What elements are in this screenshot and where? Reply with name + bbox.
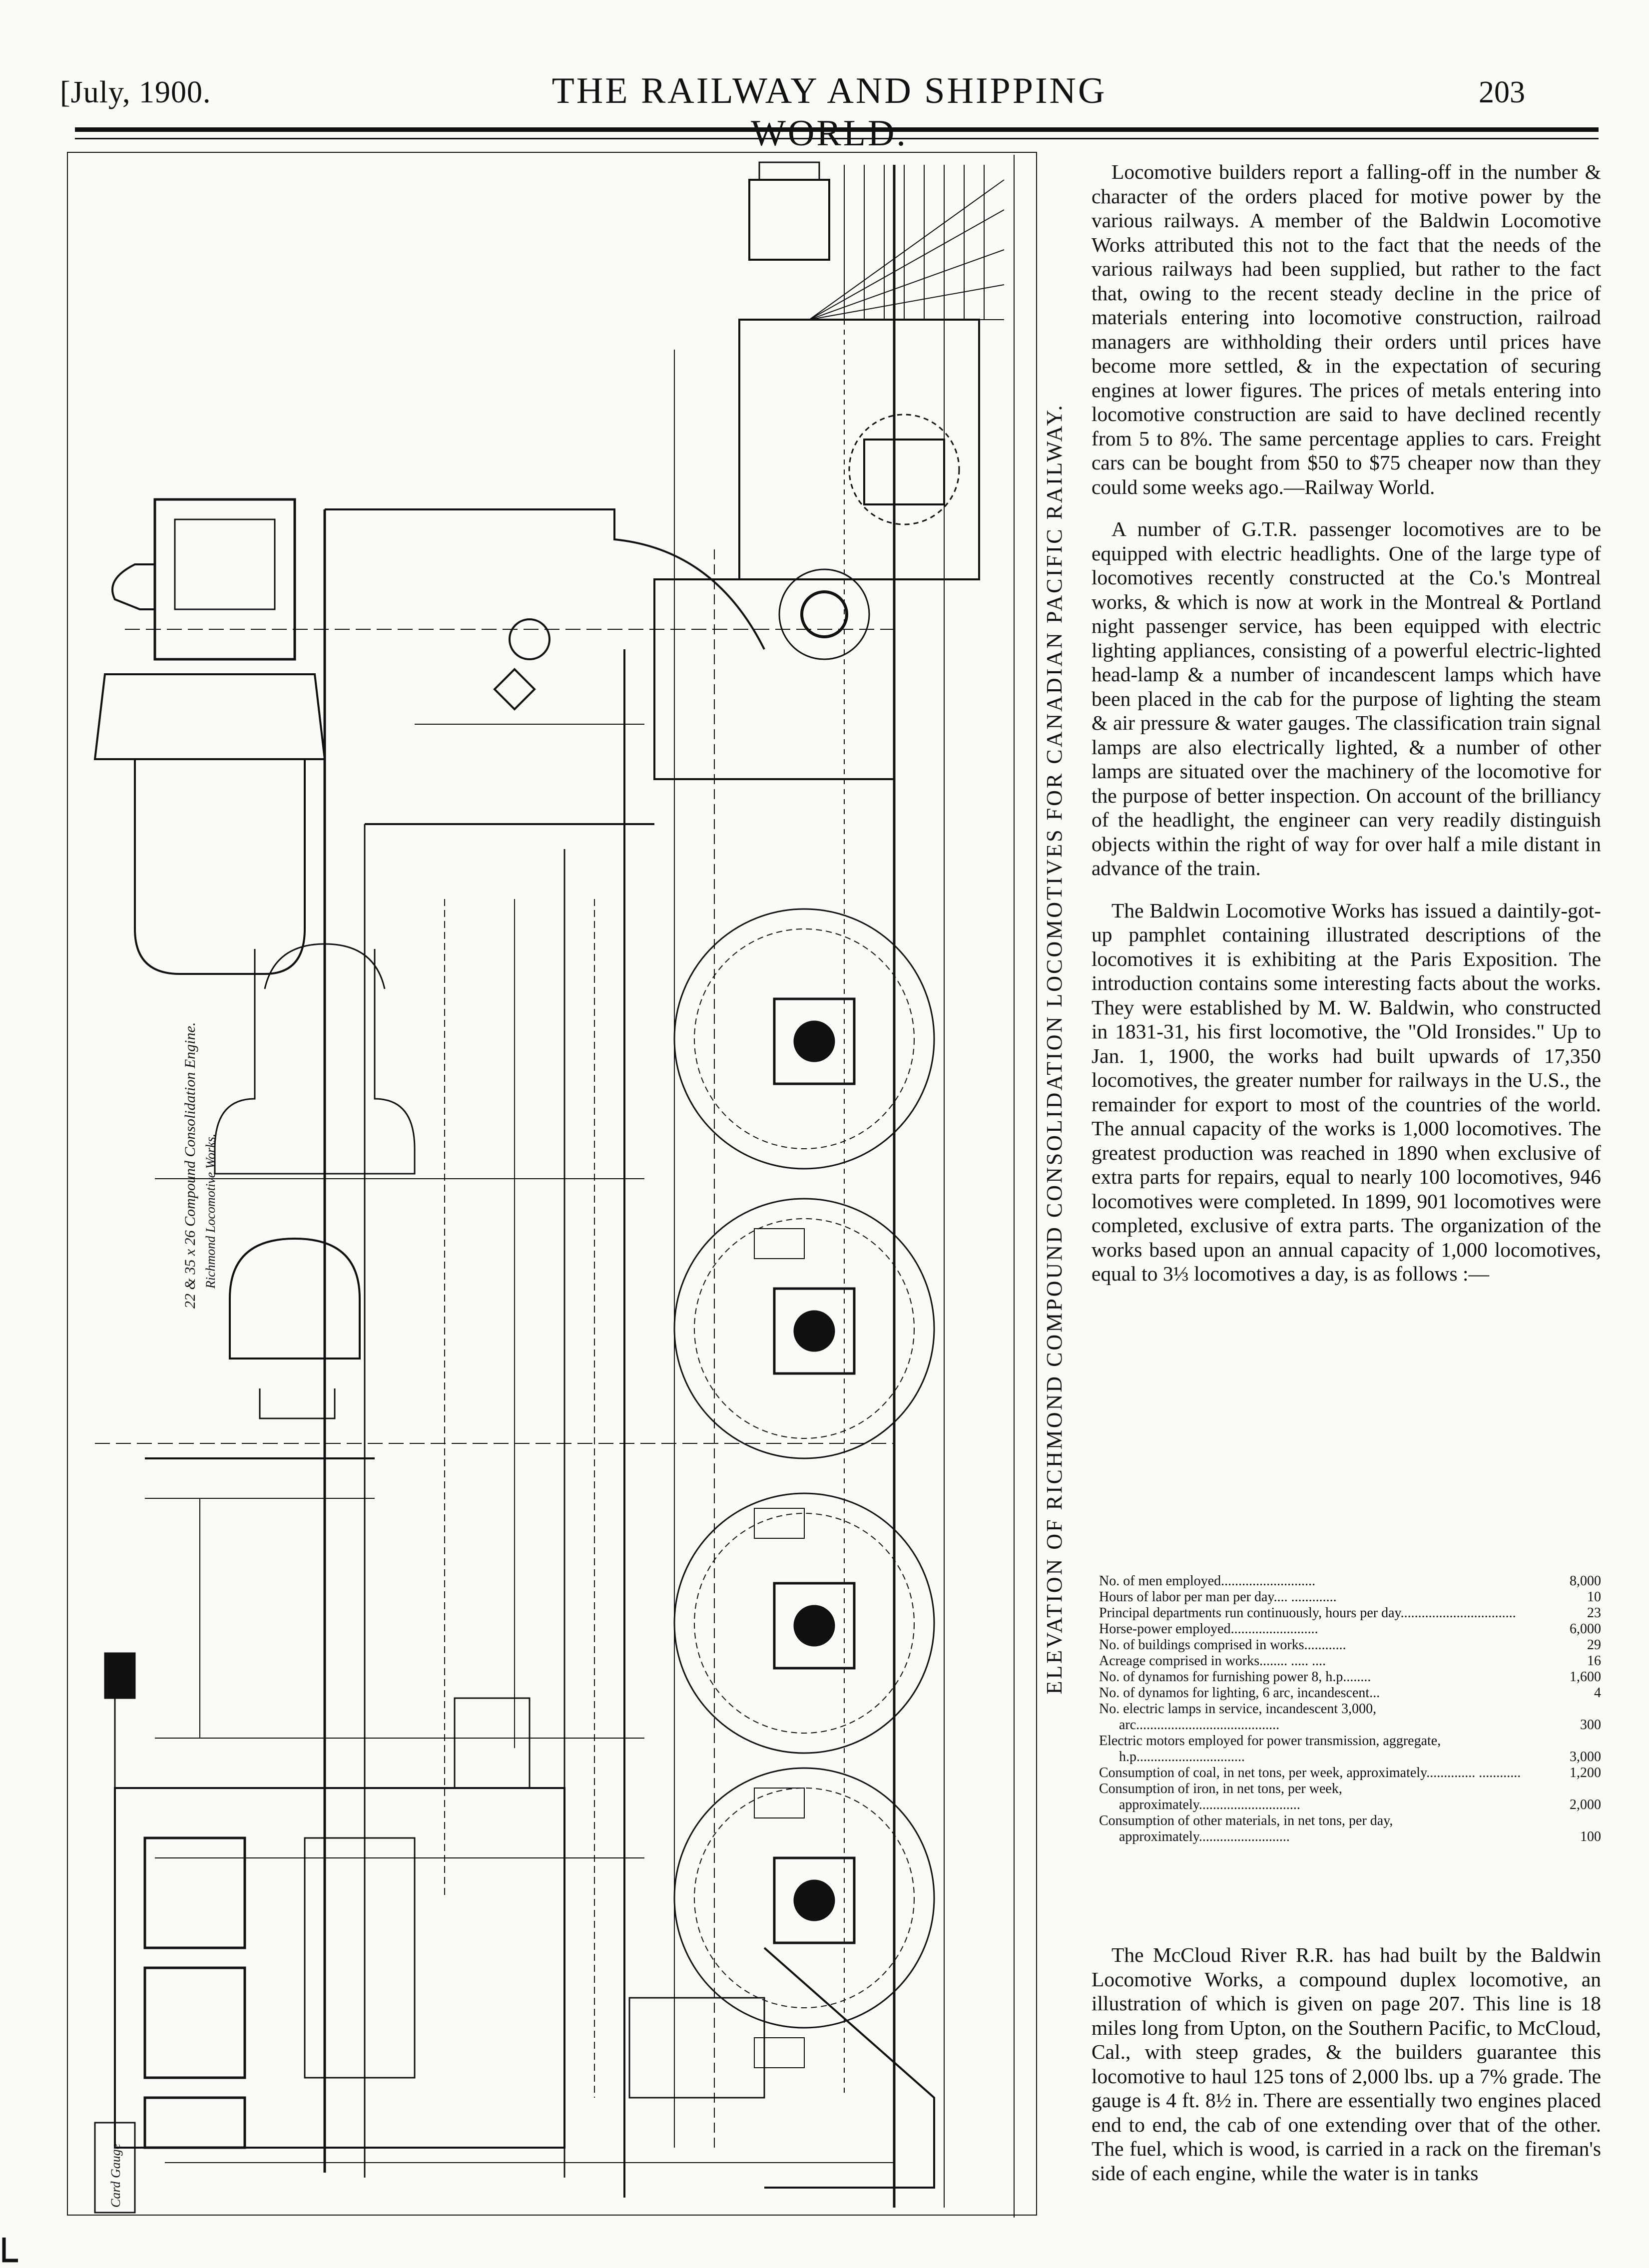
header-rule	[75, 127, 1599, 132]
stat-row: Hours of labor per man per day.... .....…	[1099, 1589, 1601, 1605]
drawing-maker: Richmond Locomotive Works.	[203, 1134, 218, 1289]
header-rule-thin	[75, 138, 1599, 139]
stat-row: Horse-power employed....................…	[1099, 1621, 1601, 1637]
gauge-stamp: Card Gauge	[108, 2144, 123, 2208]
drawing-title: 22 & 35 x 26 Compound Consolidation Engi…	[182, 1022, 198, 1309]
stat-row: No. of dynamos for furnishing power 8, h…	[1099, 1669, 1601, 1685]
paragraph-baldwin-pamphlet: The Baldwin Locomotive Works has issued …	[1092, 899, 1601, 1286]
page-header: [July, 1900. THE RAILWAY AND SHIPPING WO…	[0, 0, 1649, 154]
stat-row: Consumption of other materials, in net t…	[1099, 1813, 1601, 1844]
paragraph-mccloud-river: The McCloud River R.R. has had built by …	[1092, 1943, 1601, 2185]
stat-row: No. of dynamos for lighting, 6 arc, inca…	[1099, 1685, 1601, 1701]
figure-caption: ELEVATION OF RICHMOND COMPOUND CONSOLIDA…	[1042, 403, 1067, 1695]
paragraph-electric-headlights: A number of G.T.R. passenger locomotives…	[1092, 517, 1601, 880]
stat-row: No. electric lamps in service, incandesc…	[1099, 1701, 1601, 1733]
stat-row: Electric motors employed for power trans…	[1099, 1733, 1601, 1765]
stat-row: No. of buildings comprised in works.....…	[1099, 1637, 1601, 1653]
works-statistics-table: No. of men employed.....................…	[1099, 1573, 1601, 1845]
stat-row: No. of men employed.....................…	[1099, 1573, 1601, 1589]
stat-row: Acreage comprised in works........ .....…	[1099, 1653, 1601, 1669]
journal-title: THE RAILWAY AND SHIPPING WORLD.	[551, 70, 1107, 154]
issue-date: [July, 1900.	[60, 75, 211, 109]
corner-mark	[2, 2238, 18, 2263]
stat-row: Consumption of coal, in net tons, per we…	[1099, 1765, 1601, 1781]
article-column: Locomotive builders report a falling-off…	[1092, 160, 1601, 1286]
article-column-continued: The McCloud River R.R. has had built by …	[1092, 1943, 1601, 2185]
stat-row: Principal departments run continuously, …	[1099, 1605, 1601, 1621]
stat-row: Consumption of iron, in net tons, per we…	[1099, 1781, 1601, 1813]
page-number: 203	[1479, 75, 1525, 109]
paragraph-locomotive-orders: Locomotive builders report a falling-off…	[1092, 160, 1601, 498]
locomotive-elevation-drawing: 22 & 35 x 26 Compound Consolidation Engi…	[67, 152, 1037, 2218]
